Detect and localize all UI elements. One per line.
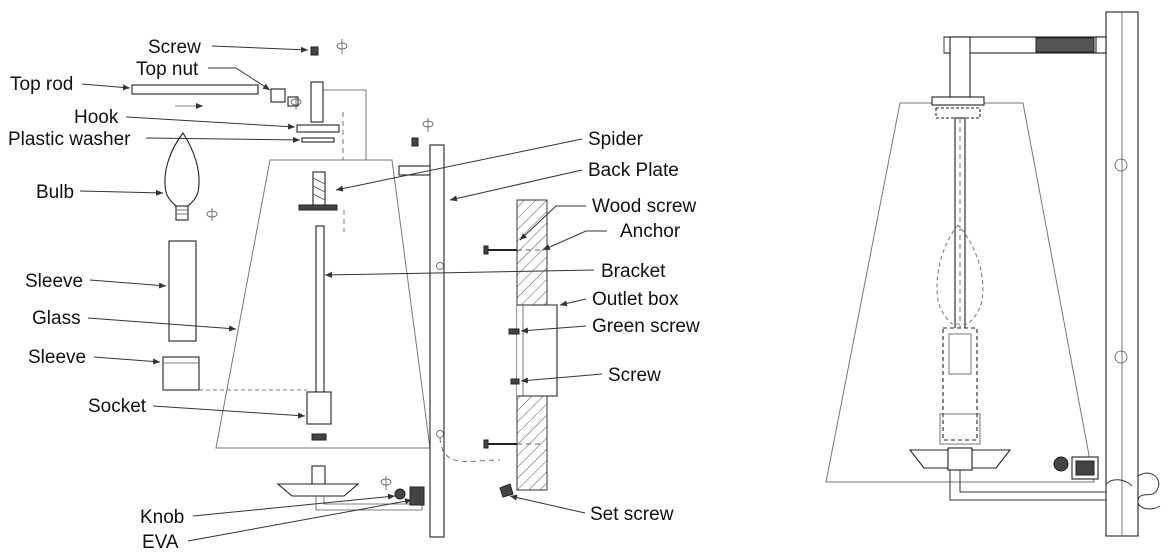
socket-shape	[306, 391, 332, 425]
bulb-shape	[164, 132, 200, 207]
label-spider: Spider	[588, 129, 644, 150]
top-nut-small-shape	[287, 96, 299, 107]
label-sleeve-1: Sleeve	[25, 271, 83, 292]
assembled-washer-shape	[935, 107, 981, 119]
label-eva: EVA	[142, 532, 179, 553]
hook-shape	[296, 124, 340, 133]
assembled-top-pipe-shape	[949, 36, 971, 98]
top-nut-shape	[270, 88, 286, 103]
top-pipe-guide	[323, 89, 367, 160]
label-wood-screw: Wood screw	[592, 196, 696, 217]
label-top-rod: Top rod	[10, 74, 73, 95]
label-sleeve-2: Sleeve	[28, 347, 86, 368]
top-pipe-shape	[310, 81, 324, 123]
label-hook: Hook	[74, 107, 119, 128]
label-plastic-washer: Plastic washer	[8, 129, 131, 150]
assembled-wire-shape	[1137, 472, 1161, 510]
label-anchor: Anchor	[620, 221, 681, 242]
bottom-dish-shape	[276, 483, 360, 497]
label-outlet-box: Outlet box	[592, 289, 679, 310]
back-plate-screw-shape	[411, 137, 419, 147]
assembled-bracket-arm-shape	[949, 470, 1106, 501]
knob-shape	[394, 488, 406, 500]
exploded-view: Screw Top nut Top rod Hook Plastic washe…	[8, 37, 700, 553]
set-screw-shape	[499, 483, 514, 498]
label-bracket: Bracket	[601, 261, 666, 282]
green-screw-shape	[508, 328, 520, 335]
assembled-top-rod-dark-shape	[1035, 37, 1095, 53]
assembled-bulb-shape	[936, 224, 984, 325]
back-plate-shape	[429, 144, 445, 538]
label-set-screw: Set screw	[590, 504, 674, 525]
assembled-socket-shape	[942, 327, 978, 441]
label-socket: Socket	[88, 396, 147, 417]
spider-washer-shape	[298, 204, 338, 211]
bracket-rod-shape	[315, 225, 325, 393]
eva-shape	[409, 486, 425, 506]
outlet-screw-shape	[510, 378, 520, 385]
label-bulb: Bulb	[36, 182, 74, 203]
spider-thread-shape	[312, 171, 326, 209]
label-knob: Knob	[140, 507, 184, 528]
leader-lines	[79, 45, 607, 542]
top-rod-shape	[131, 84, 259, 95]
label-back-plate: Back Plate	[588, 160, 679, 181]
label-screw-top: Screw	[148, 37, 201, 58]
plastic-washer-shape	[301, 137, 335, 143]
label-green-screw: Green screw	[592, 316, 700, 337]
label-glass: Glass	[32, 308, 81, 329]
label-top-nut: Top nut	[136, 59, 199, 80]
assembled-knob-shape	[1053, 456, 1069, 472]
sleeve-2-shape	[162, 356, 200, 391]
socket-ring-shape	[311, 433, 327, 441]
back-plate-wire-dash	[439, 437, 501, 462]
assembled-hook-shape	[931, 96, 985, 106]
bottom-nut-shape	[311, 465, 326, 485]
assembled-view	[825, 11, 1161, 537]
label-screw-box: Screw	[608, 365, 661, 386]
top-screw-shape	[310, 46, 319, 56]
